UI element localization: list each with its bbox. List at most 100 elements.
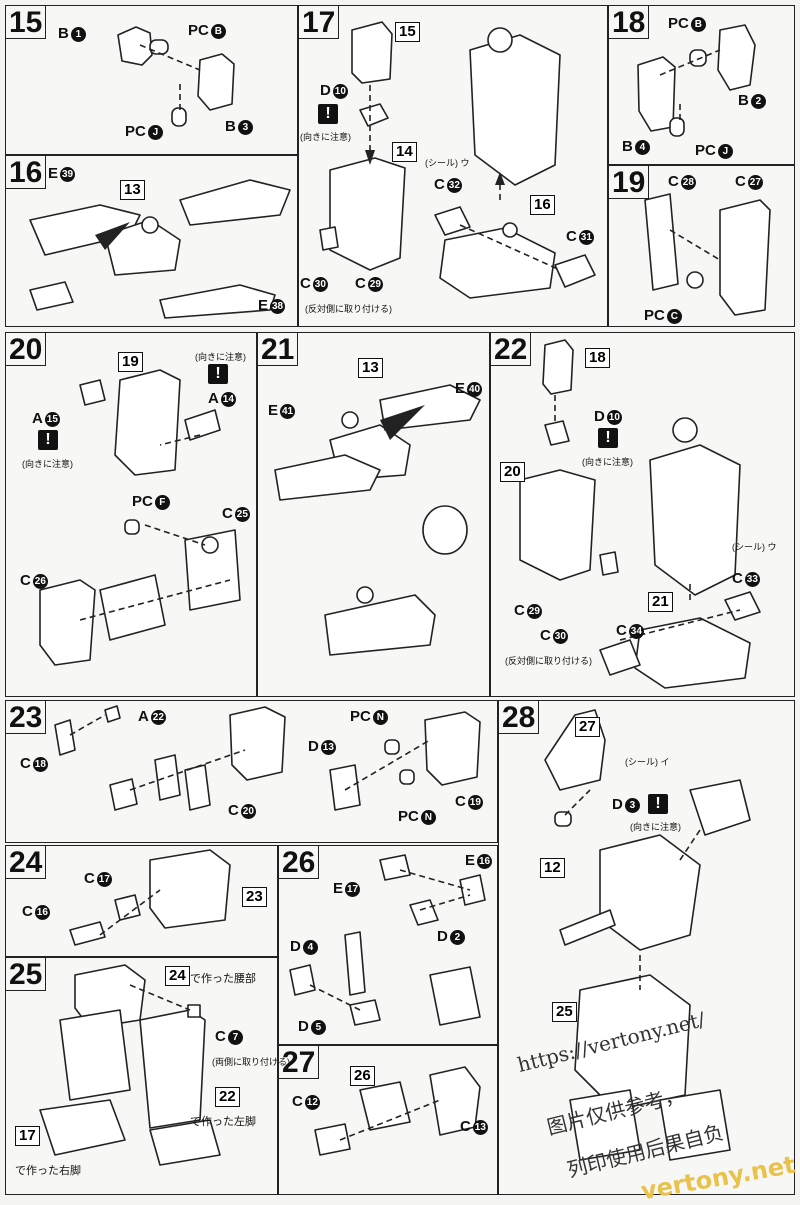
step-ref: 15	[395, 22, 420, 42]
step-ref: 27	[575, 717, 600, 737]
step-number: 27	[278, 1045, 320, 1079]
step-number: 21	[257, 332, 299, 366]
seal-note: (シール) ウ	[732, 542, 777, 552]
step-ref: 25	[552, 1002, 577, 1022]
right-leg-note: で作った右脚	[15, 1165, 81, 1177]
step-ref: 26	[350, 1066, 375, 1086]
orientation-note: (向きに注意)	[582, 457, 633, 467]
step-ref: 13	[120, 180, 145, 200]
step-number: 22	[490, 332, 532, 366]
step-ref: 18	[585, 348, 610, 368]
left-leg-note: で作った左脚	[190, 1116, 256, 1128]
orientation-note: (向きに注意)	[22, 459, 73, 469]
step-ref: 23	[242, 887, 267, 907]
warning-icon: !	[38, 430, 58, 450]
step-number: 16	[5, 155, 47, 189]
reverse-note: (反対側に取り付ける)	[305, 304, 392, 314]
step-ref: 14	[392, 142, 417, 162]
step-number: 26	[278, 845, 320, 879]
step-number: 25	[5, 957, 47, 991]
step-24-panel: 24	[5, 845, 278, 957]
warning-icon: !	[648, 794, 668, 814]
step-number: 20	[5, 332, 47, 366]
orientation-note: (向きに注意)	[195, 352, 246, 362]
warning-icon: !	[318, 104, 338, 124]
step-number: 28	[498, 700, 540, 734]
step-ref: 12	[540, 858, 565, 878]
step-ref: 13	[358, 358, 383, 378]
step-ref: 22	[215, 1087, 240, 1107]
step-ref: 24	[165, 966, 190, 986]
waist-note: で作った腰部	[190, 973, 256, 985]
step-number: 15	[5, 5, 47, 39]
orientation-note: (向きに注意)	[630, 822, 681, 832]
step-ref: 21	[648, 592, 673, 612]
step-number: 17	[298, 5, 340, 39]
both-sides-note: (両側に取り付ける)	[212, 1057, 290, 1067]
step-number: 18	[608, 5, 650, 39]
warning-icon: !	[208, 364, 228, 384]
step-ref: 16	[530, 195, 555, 215]
seal-note: (シール) ウ	[425, 158, 470, 168]
reverse-note: (反対側に取り付ける)	[505, 656, 592, 666]
step-ref: 17	[15, 1126, 40, 1146]
warning-icon: !	[598, 428, 618, 448]
step-number: 19	[608, 165, 650, 199]
step-number: 23	[5, 700, 47, 734]
step-ref: 20	[500, 462, 525, 482]
seal-note: (シール) イ	[625, 757, 670, 767]
step-number: 24	[5, 845, 47, 879]
step-ref: 19	[118, 352, 143, 372]
orientation-note: (向きに注意)	[300, 132, 351, 142]
